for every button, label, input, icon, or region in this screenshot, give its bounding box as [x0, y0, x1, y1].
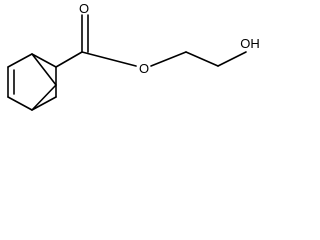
ester-oxygen-label: O: [139, 61, 149, 76]
bond-c5-c6: [7, 96, 33, 111]
ester-group: O O: [79, 1, 149, 76]
hydroxyethyl-chain: OH: [150, 36, 260, 67]
bond-c1-c2: [7, 53, 33, 68]
bond-c2-c3: [31, 53, 57, 68]
bridge-bond-bottom: [31, 84, 57, 111]
bond-ch2-oh: [217, 51, 247, 67]
chemical-structure: O O OH: [7, 1, 260, 111]
norbornene-ring: [7, 51, 83, 111]
bond-o-ch2: [150, 51, 187, 67]
hydroxyl-label: OH: [240, 36, 260, 51]
bond-ch2-ch2: [185, 51, 219, 67]
bond-ring-to-carbonyl: [55, 51, 83, 68]
bond-c4-c5: [31, 96, 57, 111]
bridge-bond-top: [31, 53, 57, 86]
bond-carbonyl-ester-o: [81, 51, 137, 67]
carbonyl-oxygen-label: O: [79, 1, 89, 16]
